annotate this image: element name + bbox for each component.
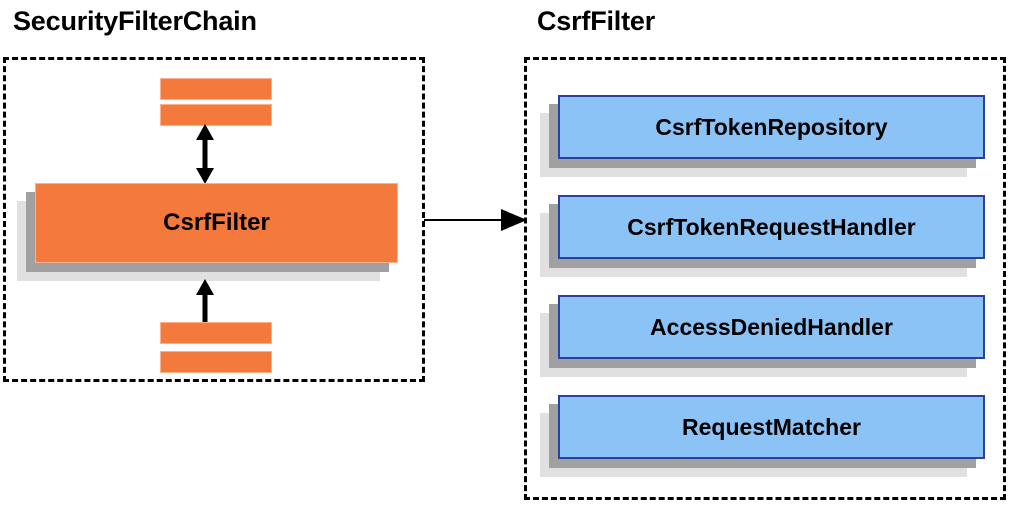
collaborator-box-request-matcher[interactable]: RequestMatcher <box>540 395 985 477</box>
panel-title-security-filter-chain: SecurityFilterChain <box>13 6 257 36</box>
csrf-filter-face: CsrfFilter <box>35 183 398 263</box>
collaborator-face: CsrfTokenRequestHandler <box>558 195 985 259</box>
collaborator-face: RequestMatcher <box>558 395 985 459</box>
collaborator-label: CsrfTokenRequestHandler <box>627 213 916 240</box>
collaborator-face: CsrfTokenRepository <box>558 95 985 159</box>
collaborator-label: AccessDeniedHandler <box>650 313 893 340</box>
filter-stub-bar-bottom-2 <box>160 351 272 373</box>
csrf-filter-collaborators-panel <box>524 57 1006 500</box>
filter-stub-bar-top-1 <box>160 78 272 100</box>
collaborator-face: AccessDeniedHandler <box>558 295 985 359</box>
bidirectional-arrow-top-icon <box>196 124 214 184</box>
collaborator-label: CsrfTokenRepository <box>655 113 888 140</box>
collaborator-box-csrf-token-repository[interactable]: CsrfTokenRepository <box>540 95 985 177</box>
csrf-filter-box[interactable]: CsrfFilter <box>17 183 398 281</box>
collaborator-box-access-denied-handler[interactable]: AccessDeniedHandler <box>540 295 985 377</box>
filter-stub-bar-top-2 <box>160 104 272 126</box>
csrf-filter-label: CsrfFilter <box>163 209 270 236</box>
link-arrow-icon <box>424 209 527 231</box>
collaborator-box-csrf-token-request-handler[interactable]: CsrfTokenRequestHandler <box>540 195 985 277</box>
collaborator-label: RequestMatcher <box>682 413 861 440</box>
security-filter-chain-panel <box>3 57 425 382</box>
filter-stub-bar-bottom-1 <box>160 322 272 344</box>
panel-title-csrf-filter: CsrfFilter <box>537 6 656 36</box>
